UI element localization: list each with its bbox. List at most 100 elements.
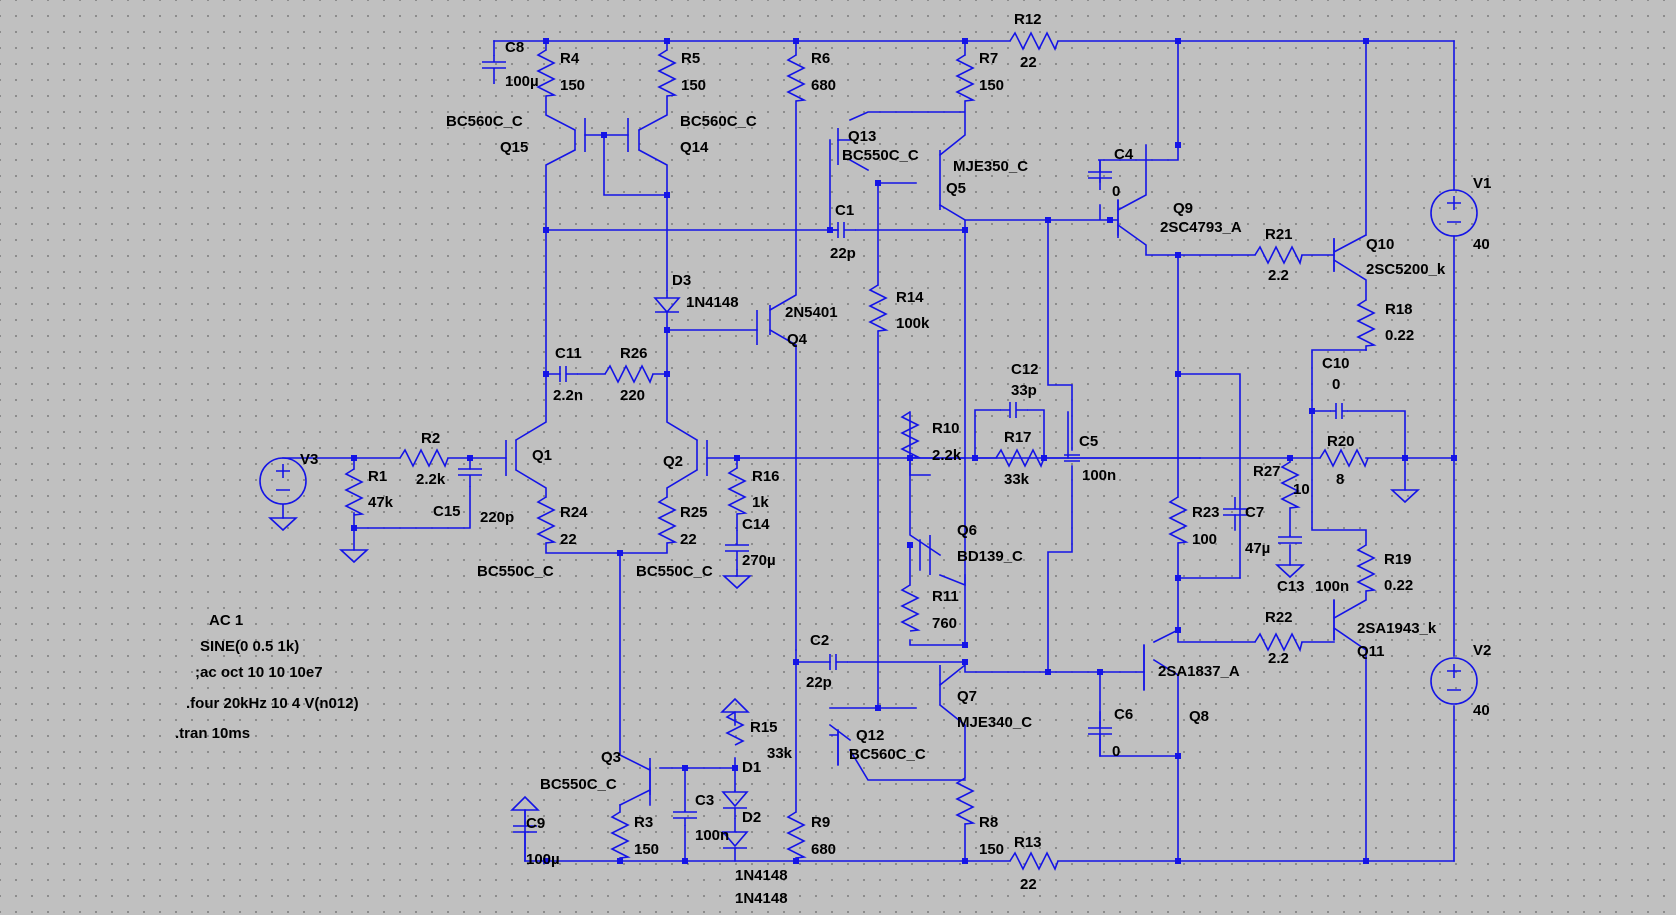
label-r16-value: 1k xyxy=(752,494,769,511)
resistor-r15 xyxy=(725,711,745,746)
directive-tran[interactable]: .tran 10ms xyxy=(175,725,250,742)
label-c6-value: 0 xyxy=(1112,743,1120,760)
label-c5: C5 xyxy=(1079,433,1098,450)
capacitor-c12 xyxy=(1000,402,1028,418)
resistor-r14 xyxy=(868,284,889,332)
resistor-r21 xyxy=(1254,245,1303,266)
label-q9-type: 2SC4793_A xyxy=(1160,219,1242,236)
label-q3: Q3 xyxy=(601,749,621,766)
label-r20: R20 xyxy=(1327,433,1355,450)
label-r20-value: 8 xyxy=(1336,471,1344,488)
voltage-source-v3-icon xyxy=(259,457,307,505)
label-q1-type: BC550C_C xyxy=(477,563,554,580)
directive-sine[interactable]: SINE(0 0.5 1k) xyxy=(200,638,299,655)
label-r17-value: 33k xyxy=(1004,471,1030,488)
capacitor-c13 xyxy=(1278,535,1302,544)
label-r26: R26 xyxy=(620,345,648,362)
label-r19: R19 xyxy=(1384,551,1412,568)
transistor-q1 xyxy=(505,440,517,476)
ground-icon xyxy=(267,517,299,532)
label-r8-value: 150 xyxy=(979,841,1004,858)
label-c6: C6 xyxy=(1114,706,1133,723)
resistor-r27 xyxy=(1280,461,1301,509)
resistor-r7 xyxy=(955,54,976,102)
spice-directives[interactable]: AC 1 SINE(0 0.5 1k) ;ac oct 10 10 10e7 .… xyxy=(175,612,359,742)
capacitor-c6 xyxy=(1088,722,1112,740)
label-q12-type: BC560C_C xyxy=(849,746,926,763)
label-c1-value: 22p xyxy=(830,245,856,262)
label-r3-value: 150 xyxy=(634,841,659,858)
label-q13: Q13 xyxy=(848,128,876,145)
label-r10: R10 xyxy=(932,420,960,437)
capacitors xyxy=(458,55,1348,861)
label-c10: C10 xyxy=(1322,355,1350,372)
label-c3-value: 100n xyxy=(695,827,729,844)
label-r23: R23 xyxy=(1192,504,1220,521)
label-q8: Q8 xyxy=(1189,708,1209,725)
label-r7: R7 xyxy=(979,50,998,67)
label-c2: C2 xyxy=(810,632,829,649)
ground-symbols xyxy=(267,489,1421,811)
label-d2: D2 xyxy=(742,809,761,826)
label-r18: R18 xyxy=(1385,301,1413,318)
label-q13-type: BC550C_C xyxy=(842,147,919,164)
label-q15-type: BC560C_C xyxy=(446,113,523,130)
capacitor-c15 xyxy=(458,468,482,487)
label-c4: C4 xyxy=(1114,146,1134,163)
diodes xyxy=(653,290,749,849)
label-r22-value: 2.2 xyxy=(1268,650,1289,667)
label-c13: C13 xyxy=(1277,578,1305,595)
capacitor-c11 xyxy=(559,366,578,382)
label-c9: C9 xyxy=(526,815,545,832)
junction-dots xyxy=(351,38,1457,864)
capacitor-c2 xyxy=(829,654,848,670)
label-r6: R6 xyxy=(811,50,830,67)
label-r2: R2 xyxy=(421,430,440,447)
label-q7-type: MJE340_C xyxy=(957,714,1032,731)
capacitor-c3 xyxy=(673,810,697,826)
resistor-r23 xyxy=(1168,496,1189,544)
label-c11-value: 2.2n xyxy=(553,387,583,404)
label-r9-value: 680 xyxy=(811,841,836,858)
label-r26-value: 220 xyxy=(620,387,645,404)
label-r25: R25 xyxy=(680,504,708,521)
label-r15-value: 33k xyxy=(767,745,793,762)
resistor-r5 xyxy=(657,49,678,97)
label-r21-value: 2.2 xyxy=(1268,267,1289,284)
label-q10-type: 2SC5200_k xyxy=(1366,261,1446,278)
resistor-r9 xyxy=(786,811,807,859)
label-r6-value: 680 xyxy=(811,77,836,94)
label-q14-type: BC560C_C xyxy=(680,113,757,130)
resistor-r26 xyxy=(604,364,654,384)
label-c13-value: 100n xyxy=(1315,578,1349,595)
label-v1-value: 40 xyxy=(1473,236,1490,253)
resistor-r6 xyxy=(786,54,807,102)
diode-d2 xyxy=(721,818,749,849)
label-c8-value: 100µ xyxy=(505,73,539,90)
supply-arrow-icon xyxy=(510,795,540,811)
label-q9: Q9 xyxy=(1173,200,1193,217)
label-c8: C8 xyxy=(505,39,524,56)
label-v1: V1 xyxy=(1473,175,1491,192)
directive-ac-oct[interactable]: ;ac oct 10 10 10e7 xyxy=(195,664,323,681)
label-d2-type: 1N4148 xyxy=(735,890,788,907)
ground-icon xyxy=(1274,564,1306,579)
capacitor-c7 xyxy=(1223,497,1247,516)
capacitor-c10 xyxy=(1330,403,1348,419)
label-c15-value: 220p xyxy=(480,509,514,526)
capacitor-c9 xyxy=(513,810,537,861)
label-q15: Q15 xyxy=(500,139,528,156)
label-c5-value: 100n xyxy=(1082,467,1116,484)
label-q11: Q11 xyxy=(1357,643,1385,660)
label-r1-value: 47k xyxy=(368,494,394,511)
label-r8: R8 xyxy=(979,814,998,831)
directive-ac[interactable]: AC 1 xyxy=(209,612,243,629)
resistor-r4 xyxy=(536,49,557,97)
diode-d1 xyxy=(721,790,749,809)
label-r9: R9 xyxy=(811,814,830,831)
label-q2-type: BC550C_C xyxy=(636,563,713,580)
directive-four[interactable]: .four 20kHz 10 4 V(n012) xyxy=(186,695,359,712)
label-c15: C15 xyxy=(433,503,461,520)
